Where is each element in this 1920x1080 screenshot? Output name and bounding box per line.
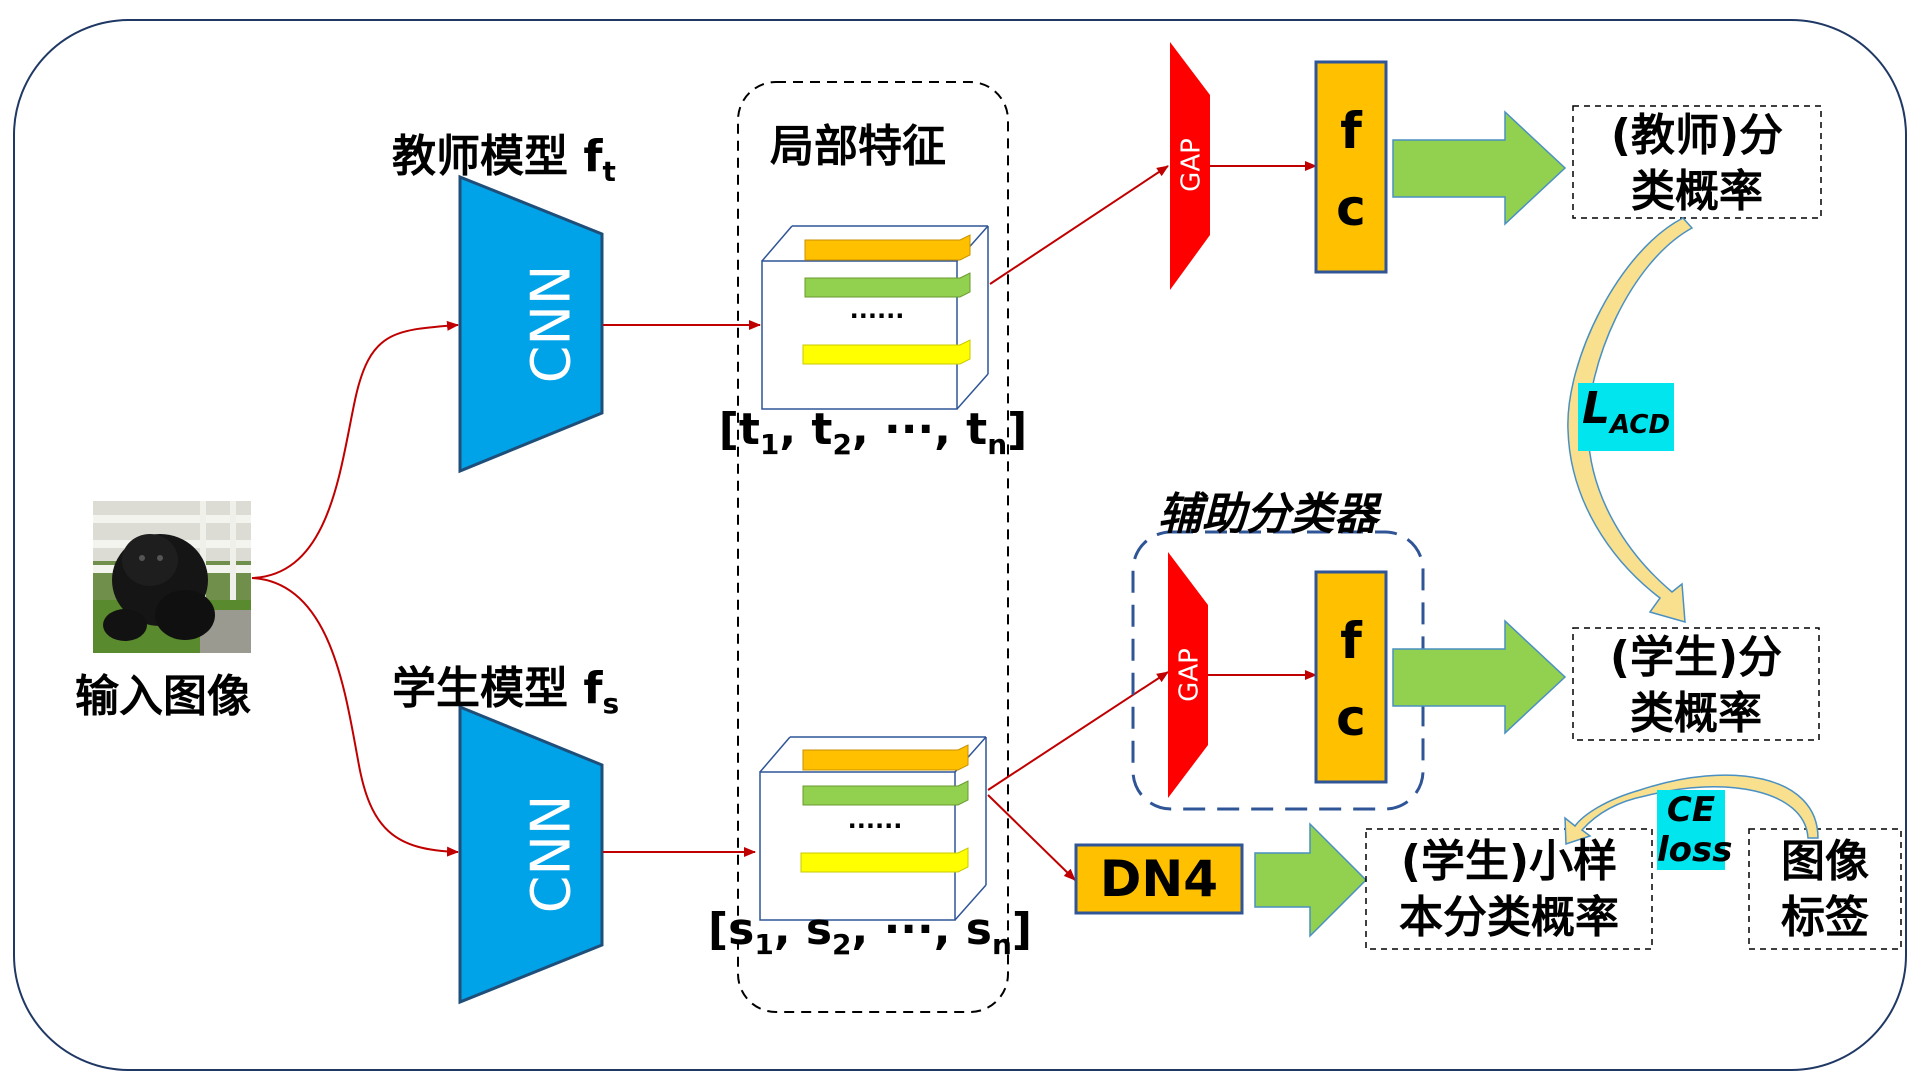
teacher-fc-c: c <box>1336 179 1366 237</box>
student-fc-c: c <box>1336 689 1366 747</box>
ce-loss-curve <box>1564 774 1819 846</box>
image-label-text: 图像 标签 <box>1781 836 1869 943</box>
student-prob-text: (学生)分 类概率 <box>1609 632 1783 739</box>
student-gap-label: GAP <box>1175 648 1205 702</box>
student-fc-f: f <box>1340 612 1363 670</box>
acd-loss-curve <box>1567 217 1694 624</box>
aux-classifier-title: 辅助分类器 <box>1158 489 1378 540</box>
local-features-title: 局部特征 <box>770 121 946 172</box>
teacher-model-title: 教师模型 ft <box>392 131 616 188</box>
student-output-arrow <box>1392 619 1567 735</box>
arrow-input-to-teacher <box>251 320 459 579</box>
acd-loss-label: LACD <box>1578 383 1675 451</box>
student-model-title: 学生模型 fs <box>392 663 620 720</box>
student-cnn-block <box>458 704 604 1005</box>
fewshot-prob-text: (学生)小样 本分类概率 <box>1399 836 1619 943</box>
teacher-prob-box <box>1572 105 1822 219</box>
arrow-input-to-student <box>251 577 459 857</box>
teacher-output-arrow <box>1392 110 1567 226</box>
dn4-output-arrow <box>1254 822 1368 938</box>
ce-loss-label: CE loss <box>1657 790 1733 870</box>
teacher-cnn-block <box>458 174 604 474</box>
student-feature-dots: ...... <box>848 806 903 834</box>
teacher-cnn-label: CNN <box>520 265 583 384</box>
teacher-fc-block <box>1314 60 1388 274</box>
teacher-gap-block <box>1170 42 1210 290</box>
student-feature-cube <box>759 736 987 921</box>
student-cnn-label: CNN <box>520 795 583 914</box>
student-prob-box <box>1572 627 1820 741</box>
input-image <box>93 501 251 653</box>
teacher-prob-text: (教师)分 类概率 <box>1610 110 1784 217</box>
student-fc-block <box>1314 570 1388 784</box>
teacher-vector-label: [t1, t2, ···, tn] <box>719 404 1028 461</box>
teacher-feature-dots: ...... <box>850 296 905 324</box>
image-label-box <box>1748 828 1902 950</box>
arrow-student-features-to-dn4 <box>987 794 1076 881</box>
diagram-frame <box>13 19 1907 1071</box>
fewshot-prob-box <box>1365 828 1653 950</box>
dn4-block <box>1074 843 1244 915</box>
arrow-student-features-to-aux-gap <box>987 671 1169 791</box>
local-features-container <box>737 81 1009 1013</box>
student-gap-block <box>1168 552 1208 798</box>
arrow-teacher-features-to-gap <box>989 165 1169 285</box>
input-image-label: 输入图像 <box>75 671 251 722</box>
teacher-fc-f: f <box>1340 102 1363 160</box>
dn4-label: DN4 <box>1100 850 1218 908</box>
teacher-feature-cube <box>761 225 989 410</box>
teacher-gap-label: GAP <box>1177 138 1207 192</box>
student-vector-label: [s1, s2, ···, sn] <box>708 904 1032 961</box>
